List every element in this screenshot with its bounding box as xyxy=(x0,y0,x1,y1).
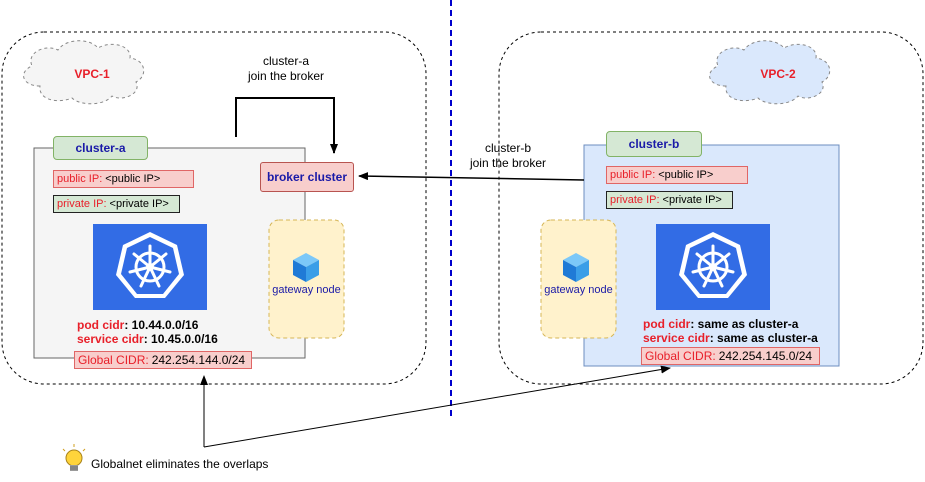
cluster-b-global-cidr: Global CIDR: 242.254.145.0/24 xyxy=(641,347,820,365)
vpc-2-label: VPC-2 xyxy=(760,67,796,81)
pod-cidr-value: : 10.44.0.0/16 xyxy=(124,318,199,332)
cluster-a-service-cidr: service cidr: 10.45.0.0/16 xyxy=(77,332,218,346)
broker-cluster-box: broker cluster xyxy=(260,162,354,192)
private-ip-key: private IP: xyxy=(57,198,107,210)
vpc-1-label: VPC-1 xyxy=(74,67,110,81)
pod-cidr-key: pod cidr xyxy=(643,317,691,331)
public-ip-key: public IP: xyxy=(610,169,656,181)
service-cidr-key: service cidr xyxy=(643,331,710,345)
cluster-a-pod-cidr: pod cidr: 10.44.0.0/16 xyxy=(77,318,198,332)
private-ip-value: <private IP> xyxy=(109,198,169,210)
join-b-line1: cluster-b xyxy=(484,141,531,155)
globalnet-note: Globalnet eliminates the overlaps xyxy=(91,457,269,471)
global-cidr-value: 242.254.144.0/24 xyxy=(151,353,246,367)
cube-icon xyxy=(293,253,319,282)
join-arrow-a xyxy=(235,97,338,154)
cluster-a-global-cidr: Global CIDR: 242.254.144.0/24 xyxy=(74,351,252,369)
gateway-left-label: gateway node xyxy=(272,284,341,296)
public-ip-value: <public IP> xyxy=(105,173,161,185)
join-b-line2: join the broker xyxy=(469,156,547,170)
cube-icon xyxy=(563,253,589,282)
cluster-a-private-ip: private IP: <private IP> xyxy=(53,195,180,213)
cluster-a-tag: cluster-a xyxy=(53,136,148,160)
cluster-b-private-ip: private IP: <private IP> xyxy=(606,191,733,209)
cluster-a-public-ip: public IP: <public IP> xyxy=(53,170,194,188)
service-cidr-value: : same as cluster-a xyxy=(709,331,818,345)
pod-cidr-value: : same as cluster-a xyxy=(690,317,799,331)
lightbulb-icon xyxy=(62,444,86,471)
gateway-right-label: gateway node xyxy=(544,284,613,296)
private-ip-value: <private IP> xyxy=(662,194,722,206)
vpc-2-container xyxy=(498,31,924,385)
kubernetes-icon xyxy=(679,232,747,298)
vpc-2-cloud xyxy=(709,40,831,105)
cluster-b-tag: cluster-b xyxy=(606,131,702,157)
service-cidr-value: : 10.45.0.0/16 xyxy=(143,332,218,346)
global-cidr-value: 242.254.145.0/24 xyxy=(718,349,813,363)
join-a-label: cluster-a join the broker xyxy=(226,54,346,84)
join-a-line1: cluster-a xyxy=(262,54,309,68)
vpc-1-cloud xyxy=(23,40,145,105)
global-cidr-key: Global CIDR: xyxy=(78,353,149,367)
pod-cidr-key: pod cidr xyxy=(77,318,125,332)
join-a-line2: join the broker xyxy=(247,69,325,83)
vpc-1-container xyxy=(1,31,427,385)
global-cidr-key: Global CIDR: xyxy=(645,349,716,363)
public-ip-value: <public IP> xyxy=(658,169,714,181)
cluster-b-service-cidr: service cidr: same as cluster-a xyxy=(643,331,818,345)
note-arrow-right xyxy=(203,365,671,448)
service-cidr-key: service cidr xyxy=(77,332,144,346)
cluster-b-public-ip: public IP: <public IP> xyxy=(606,166,748,184)
join-arrow-b xyxy=(358,172,585,181)
public-ip-key: public IP: xyxy=(57,173,103,185)
kubernetes-icon xyxy=(116,232,184,298)
private-ip-key: private IP: xyxy=(610,194,660,206)
cluster-b-pod-cidr: pod cidr: same as cluster-a xyxy=(643,317,798,331)
join-b-label: cluster-b join the broker xyxy=(448,141,568,171)
